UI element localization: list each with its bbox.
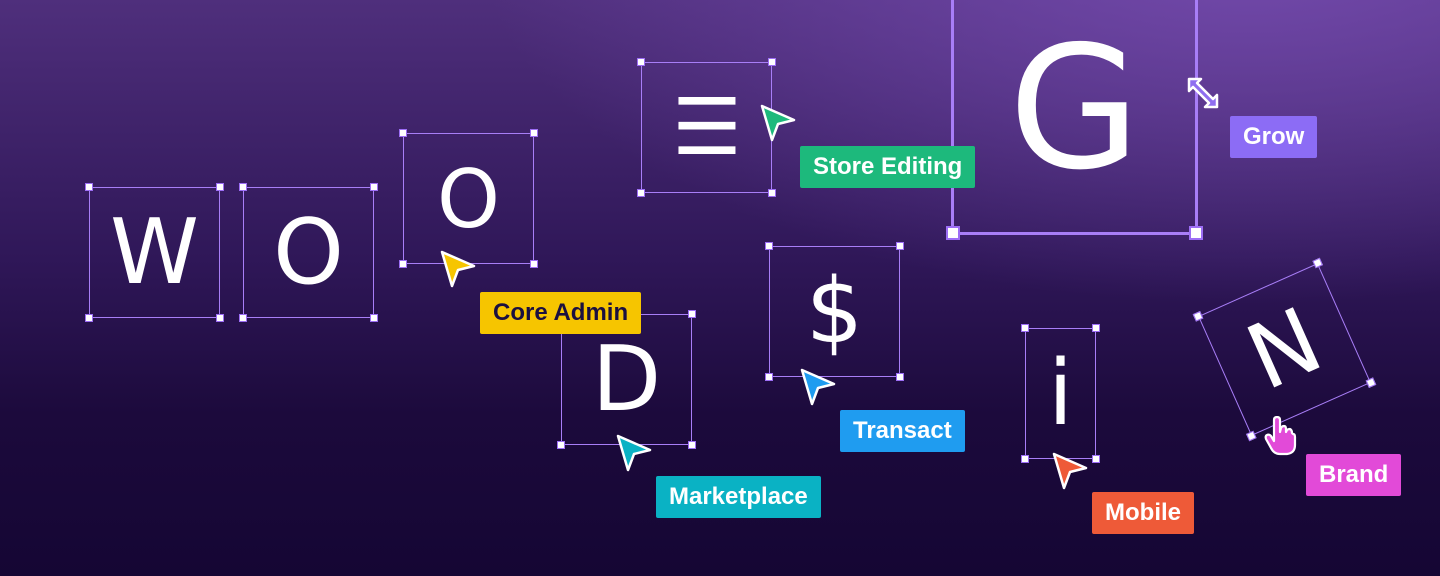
arrow-cursor-icon: [440, 250, 476, 288]
resize-handle[interactable]: [399, 129, 407, 137]
tag-marketplace: Marketplace: [656, 476, 821, 518]
resize-handle[interactable]: [399, 260, 407, 268]
arrow-cursor-icon: [800, 368, 836, 406]
tag-mobile: Mobile: [1092, 492, 1194, 534]
arrow-cursor-icon: [760, 104, 796, 142]
resize-handle[interactable]: [1365, 377, 1377, 388]
letter-o: O: [273, 199, 344, 305]
menu-glyph: ☰: [672, 82, 742, 173]
resize-handle[interactable]: [85, 314, 93, 322]
hand-pointer-icon: [1264, 416, 1297, 456]
dollar-sign: $: [805, 258, 864, 364]
tag-grow: Grow: [1230, 116, 1318, 158]
letter-frame-w[interactable]: W: [85, 183, 224, 322]
tag-brand: Brand: [1306, 454, 1402, 496]
arrow-cursor-icon: [616, 434, 652, 472]
cursor-orange: [1052, 452, 1088, 490]
resize-handle[interactable]: [1189, 226, 1203, 240]
tag-transact: Transact: [840, 410, 965, 452]
resize-handle[interactable]: [688, 310, 696, 318]
tag-label: Marketplace: [669, 483, 808, 510]
letter-g: G: [1008, 9, 1141, 208]
letter-frame-dollar[interactable]: $: [765, 242, 904, 381]
tag-label: Store Editing: [813, 153, 963, 180]
resize-handle[interactable]: [1021, 455, 1029, 463]
resize-handle[interactable]: [1092, 455, 1100, 463]
resize-handle[interactable]: [765, 242, 773, 250]
resize-handle[interactable]: [1092, 324, 1100, 332]
resize-handle[interactable]: [765, 373, 773, 381]
resize-handle[interactable]: [768, 58, 776, 66]
resize-handle[interactable]: [85, 183, 93, 191]
resize-handle[interactable]: [370, 314, 378, 322]
tag-label: Transact: [853, 417, 952, 444]
resize-handle[interactable]: [688, 441, 696, 449]
resize-handle[interactable]: [637, 189, 645, 197]
tag-core-admin: Core Admin: [480, 292, 642, 334]
letter-frame-g[interactable]: G: [946, 0, 1203, 240]
resize-handle[interactable]: [1312, 257, 1323, 269]
letter-o: O: [437, 153, 500, 246]
tag-store-editing: Store Editing: [800, 146, 976, 188]
resize-handle[interactable]: [239, 183, 247, 191]
resize-handle[interactable]: [946, 226, 960, 240]
resize-handle[interactable]: [1021, 324, 1029, 332]
letter-frame-menu[interactable]: ☰: [637, 58, 776, 197]
resize-handle[interactable]: [557, 441, 565, 449]
resize-handle[interactable]: [530, 129, 538, 137]
resize-handle[interactable]: [216, 183, 224, 191]
letter-d: D: [591, 326, 662, 432]
resize-handle[interactable]: [896, 242, 904, 250]
tag-label: Core Admin: [493, 299, 629, 326]
resize-handle[interactable]: [370, 183, 378, 191]
letter-frame-n[interactable]: N: [1192, 257, 1377, 442]
tag-label: Brand: [1319, 461, 1389, 488]
letter-i: i: [1047, 340, 1073, 446]
resize-handle[interactable]: [530, 260, 538, 268]
resize-handle[interactable]: [216, 314, 224, 322]
letter-frame-o-first[interactable]: O: [239, 183, 378, 322]
resize-handle[interactable]: [239, 314, 247, 322]
letter-w: W: [110, 199, 199, 305]
tag-label: Grow: [1243, 123, 1305, 150]
letter-frame-o-second[interactable]: O: [399, 129, 538, 268]
tag-label: Mobile: [1105, 499, 1181, 526]
cursor-cyan: [616, 434, 652, 472]
letter-n: N: [1232, 287, 1337, 411]
cursor-yellow: [440, 250, 476, 288]
arrow-cursor-icon: [1052, 452, 1088, 490]
cursor-green: [760, 104, 796, 142]
resize-diagonal-icon: [1187, 77, 1219, 109]
resize-handle[interactable]: [768, 189, 776, 197]
letter-frame-i[interactable]: i: [1021, 324, 1100, 463]
cursor-blue: [800, 368, 836, 406]
resize-handle[interactable]: [896, 373, 904, 381]
resize-handle[interactable]: [637, 58, 645, 66]
